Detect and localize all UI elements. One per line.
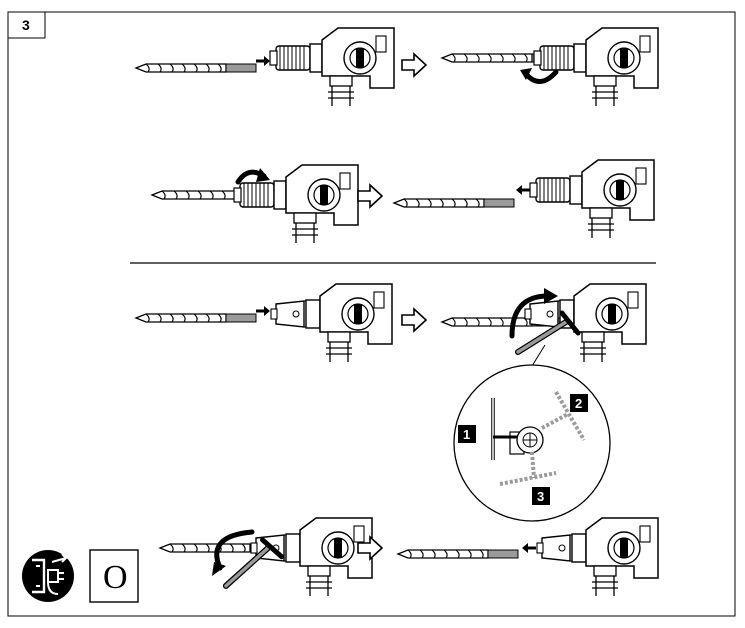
- step-4a-loosen-with-key: [159, 517, 373, 597]
- step-3a-insert-bit: [135, 283, 393, 363]
- svg-text:3: 3: [537, 489, 544, 504]
- rotation-arrow-icon: [214, 529, 255, 571]
- rotary-hammer: [536, 517, 659, 597]
- push-arrow-icon: [256, 56, 270, 66]
- step-1b-locked-bit: [441, 27, 659, 107]
- figure-number: 3: [22, 17, 30, 33]
- svg-text:2: 2: [575, 396, 582, 411]
- mode-symbol: O: [103, 559, 128, 596]
- next-step-arrow-icon: [401, 53, 427, 77]
- rotation-arrow-icon: [523, 69, 559, 84]
- rotary-hammer: [269, 27, 395, 107]
- mode-symbol-box: O: [89, 549, 139, 603]
- step-2b-remove-bit: [393, 159, 655, 239]
- step-2a-unlock-chuck: [151, 164, 359, 244]
- rotary-hammer: [250, 517, 373, 597]
- push-arrow-icon: [256, 306, 270, 316]
- svg-text:1: 1: [463, 427, 470, 442]
- step-3b-tighten-with-key: [441, 283, 647, 363]
- rotary-hammer: [533, 27, 659, 107]
- callout-1: 1: [458, 425, 476, 443]
- callout-3: 3: [532, 487, 550, 505]
- rotary-hammer: [233, 164, 359, 244]
- rotary-hammer: [529, 159, 655, 239]
- rotation-arrow-icon: [509, 293, 551, 339]
- push-arrow-icon: [516, 185, 530, 195]
- next-step-arrow-icon: [401, 308, 427, 332]
- unplug-mains-icon: [22, 550, 74, 602]
- step-1a-insert-bit: [135, 27, 395, 107]
- push-arrow-icon: [522, 543, 536, 553]
- next-step-arrow-icon: [357, 184, 383, 208]
- rotary-hammer: [270, 283, 393, 363]
- callout-2: 2: [570, 394, 588, 412]
- step-4b-remove-bit: [397, 517, 659, 597]
- figure-number-tab: [7, 11, 46, 39]
